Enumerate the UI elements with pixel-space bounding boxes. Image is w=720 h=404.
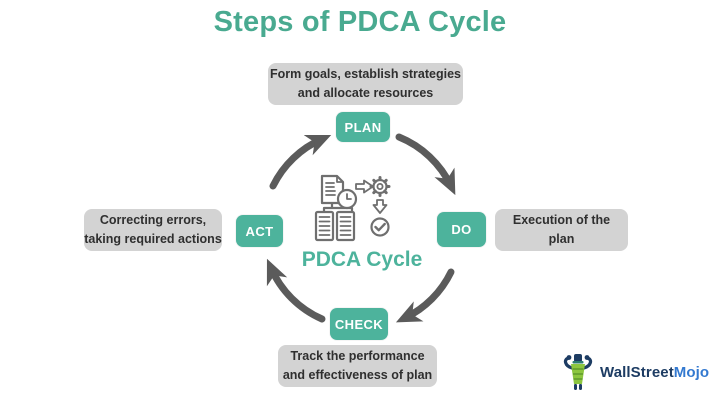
arrow-act-to-plan — [269, 134, 332, 190]
page-title: Steps of PDCA Cycle — [213, 6, 507, 38]
arrow-check-to-act — [266, 258, 326, 323]
logo-text-mojo: Mojo — [673, 363, 710, 381]
pdca-process-icon — [314, 174, 391, 242]
check-description: Track the performance and effectiveness … — [282, 349, 433, 382]
logo-wordmark: WallStreetMojo — [600, 364, 709, 381]
plan-node: PLAN — [336, 112, 390, 142]
wallstreetmojo-logo: WallStreetMojo — [562, 352, 709, 392]
act-description-box: Correcting errors, taking required actio… — [84, 209, 222, 251]
plan-description: Form goals, establish strategies and all… — [269, 67, 462, 100]
wallstreetmojo-mascot-icon — [563, 354, 593, 390]
arrow-plan-to-do — [395, 133, 456, 196]
arrow-do-to-check — [395, 268, 455, 323]
check-node: CHECK — [330, 308, 388, 340]
logo-text-wallstreet: WallStreet — [600, 363, 674, 381]
cycle-center-label: PDCA Cycle — [301, 248, 423, 271]
plan-description-box: Form goals, establish strategies and all… — [268, 63, 463, 105]
do-description: Execution of the plan — [512, 213, 611, 246]
check-description-box: Track the performance and effectiveness … — [278, 345, 437, 387]
act-node: ACT — [236, 215, 283, 247]
do-description-box: Execution of the plan — [495, 209, 628, 251]
act-description: Correcting errors, taking required actio… — [84, 213, 222, 246]
do-node: DO — [437, 212, 486, 247]
